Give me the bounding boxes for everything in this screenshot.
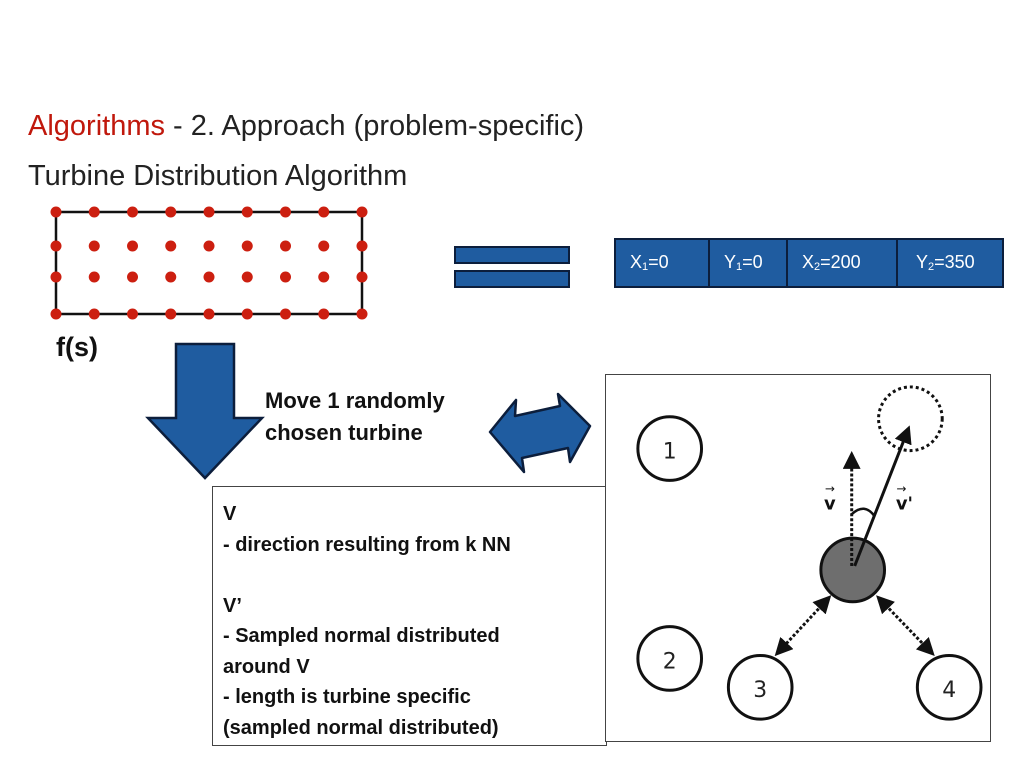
vector-v-prime-label: v' <box>896 493 913 514</box>
desc-vprime-text4: (sampled normal distributed) <box>223 716 499 739</box>
fs-label: f(s) <box>56 332 98 362</box>
turbine-dot <box>88 240 100 252</box>
parameter-table: X1=0 Y1=0 X2=200 Y2=350 <box>614 238 1004 288</box>
slide-heading: Algorithms - 2. Approach (problem-specif… <box>28 110 584 143</box>
turbine-dot <box>356 206 368 218</box>
param-cell-y2: Y2=350 <box>916 252 975 273</box>
vector-v-arrow-accent: → <box>825 481 835 495</box>
move-text-line1: Move 1 randomly <box>265 388 445 413</box>
turbine-dot <box>318 206 330 218</box>
turbine-grid <box>50 206 368 320</box>
desc-vprime-text3: - length is turbine specific <box>223 686 471 708</box>
turbine-dot <box>203 206 215 218</box>
slide-subheading: Turbine Distribution Algorithm <box>28 160 408 192</box>
turbine-move-diagram: 1 2 3 4 v → v' → <box>605 374 991 742</box>
turbine-dot <box>165 240 177 252</box>
description-box: V - direction resulting from k NN V’ - S… <box>212 486 607 746</box>
turbine-dot <box>280 271 291 283</box>
vector-v-prime-arrow-accent: → <box>896 481 906 495</box>
turbine-dot <box>127 271 138 283</box>
moved-turbine <box>819 536 887 604</box>
turbine-dot <box>50 206 62 218</box>
turbine-dot <box>241 240 253 252</box>
turbine-dot <box>203 308 215 320</box>
turbine-dot <box>165 206 177 218</box>
turbine-grid-frame <box>54 210 364 316</box>
heading-highlight: Algorithms <box>28 110 165 142</box>
target-position-circle <box>877 385 944 453</box>
neighbor-turbine-3: 3 <box>726 653 794 721</box>
neighbor-label-1: 1 <box>663 440 677 465</box>
turbine-dot <box>203 271 215 283</box>
param-cell-y1: Y1=0 <box>710 240 788 286</box>
down-arrow-icon <box>145 342 265 480</box>
turbine-dot <box>127 240 138 252</box>
turbine-dot <box>318 240 330 252</box>
vector-v-label: v <box>824 493 836 514</box>
desc-spacer <box>223 560 596 591</box>
turbine-dot <box>280 206 291 218</box>
distance-arrow-4 <box>876 595 935 657</box>
heading-rest: - 2. Approach (problem-specific) <box>165 110 585 142</box>
turbine-dot <box>127 206 138 218</box>
equals-bar-bottom <box>454 270 570 288</box>
turbine-dot <box>356 240 368 252</box>
neighbor-label-3: 3 <box>753 678 767 703</box>
turbine-dot <box>241 206 253 218</box>
turbine-dot <box>88 271 100 283</box>
turbine-dot <box>50 271 62 283</box>
turbine-dot <box>165 271 177 283</box>
neighbor-label-4: 4 <box>942 678 956 703</box>
turbine-dot <box>88 206 100 218</box>
turbine-dot <box>241 271 253 283</box>
angle-arc <box>850 507 876 517</box>
turbine-dot <box>356 308 368 320</box>
turbine-dots <box>50 206 368 320</box>
turbine-dot <box>127 308 138 320</box>
turbine-dot <box>88 308 100 320</box>
equals-bar-top <box>454 246 570 264</box>
neighbor-turbine-4: 4 <box>915 653 983 721</box>
neighbor-label-2: 2 <box>663 649 677 674</box>
neighbor-turbine-2: 2 <box>636 625 704 692</box>
turbine-dot <box>50 240 62 252</box>
turbine-dot <box>356 271 368 283</box>
turbine-dot <box>318 271 330 283</box>
turbine-dot <box>280 308 291 320</box>
turbine-dot <box>318 308 330 320</box>
move-text-line2: chosen turbine <box>265 420 423 445</box>
turbine-dot <box>280 240 291 252</box>
desc-vprime-title: V’ <box>223 594 242 617</box>
move-turbine-text: Move 1 randomly chosen turbine <box>265 385 445 449</box>
desc-v-title: V <box>223 503 237 525</box>
desc-vprime-text2: around V <box>223 655 310 678</box>
distance-arrow-3 <box>774 595 832 657</box>
param-cell-x1: X1=0 <box>616 240 710 286</box>
neighbor-turbine-1: 1 <box>636 415 704 482</box>
vector-v-prime-arrow <box>853 425 912 567</box>
param-cell-x2: X2=200 <box>788 240 898 286</box>
turbine-dot <box>241 308 253 320</box>
turbine-dot <box>203 240 215 252</box>
equals-sign <box>454 246 570 288</box>
desc-v-text: - direction resulting from k NN <box>223 533 511 556</box>
turbine-dot <box>50 308 62 320</box>
desc-vprime-text1: - Sampled normal distributed <box>223 625 500 647</box>
turbine-dot <box>165 308 177 320</box>
double-arrow-icon <box>488 392 592 474</box>
